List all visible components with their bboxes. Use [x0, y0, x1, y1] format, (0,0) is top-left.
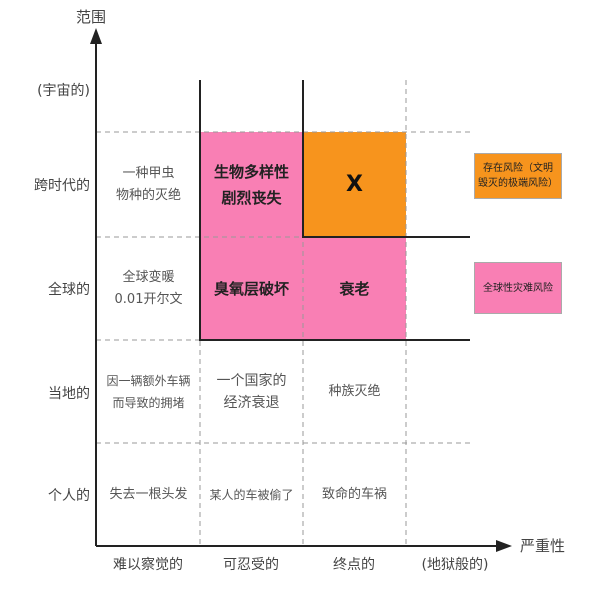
legend-existential-risk: 存在风险（文明 毁灭的极端风险） — [474, 153, 562, 199]
cell-aging: 衰老 — [339, 279, 370, 298]
x-tick-hellish: (地狱般的) — [421, 557, 489, 573]
y-axis-title: 范围 — [76, 8, 107, 26]
y-tick-personal: 个人的 — [48, 488, 90, 504]
x-tick-imperceptible: 难以察觉的 — [113, 557, 183, 573]
axes — [90, 28, 512, 552]
cell-x: X — [346, 172, 363, 197]
cell-biodiversity-loss: 生物多样性 剧烈丧失 — [213, 163, 289, 207]
cell-ozone-depletion: 臭氧层破坏 — [213, 279, 289, 298]
cell-economic-recession: 一个国家的 经济衰退 — [216, 372, 287, 411]
cell-traffic-congestion: 因一辆额外车辆 而导致的拥堵 — [106, 373, 191, 410]
x-tick-terminal: 终点的 — [333, 557, 375, 573]
global-catastrophic-region-upper — [200, 132, 303, 237]
legend-global-catastrophic-risk: 全球性灾难风险 — [474, 262, 562, 314]
cell-loss-of-hair: 失去一根头发 — [109, 486, 188, 502]
cell-genocide: 种族灭绝 — [328, 383, 381, 399]
grid-lines — [96, 80, 470, 546]
cell-beetle-extinction: 一种甲虫 物种的灭绝 — [115, 166, 181, 203]
x-axis-title: 严重性 — [520, 537, 566, 555]
y-tick-global: 全球的 — [48, 282, 90, 298]
y-tick-local: 当地的 — [48, 386, 90, 402]
x-tick-endurable: 可忍受的 — [223, 557, 279, 573]
y-tick-trans-generational: 跨时代的 — [34, 178, 90, 194]
region-boundaries — [199, 80, 470, 341]
existential-risk-region — [303, 132, 406, 237]
cell-car-stolen: 某人的车被偷了 — [209, 487, 294, 502]
y-tick-cosmic: (宇宙的) — [37, 83, 90, 99]
cell-global-warming: 全球变暖 0.01开尔文 — [114, 269, 183, 307]
cell-fatal-car-crash: 致命的车祸 — [321, 486, 387, 502]
